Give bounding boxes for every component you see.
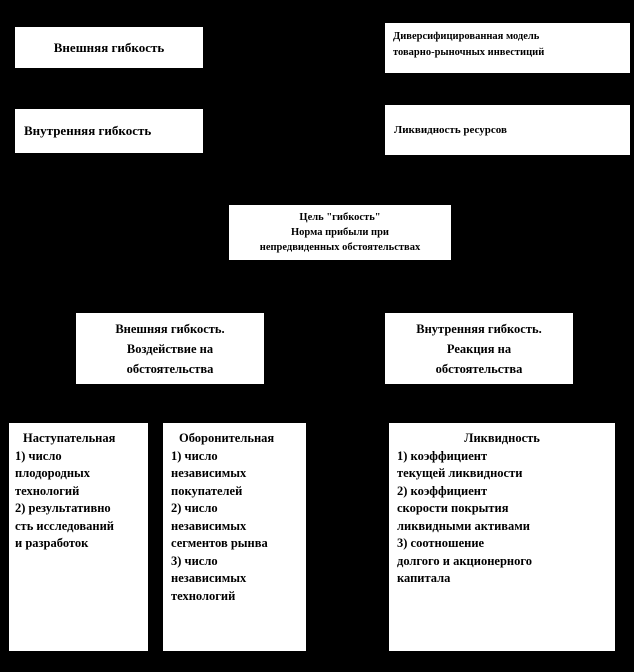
box-external-flexibility: Внешняя гибкость bbox=[14, 26, 204, 69]
box-internal-reaction: Внутренняя гибкость. Реакция на обстояте… bbox=[384, 312, 574, 385]
box-defensive: Оборонительная 1) число независимых поку… bbox=[162, 422, 307, 652]
box-liquidity: Ликвидность 1) коэффициент текущей ликви… bbox=[388, 422, 616, 652]
box-offensive-title: Наступательная bbox=[23, 431, 116, 445]
box-offensive: Наступательная 1) число плодородных техн… bbox=[8, 422, 149, 652]
box-offensive-body: 1) число плодородных технологий 2) резул… bbox=[15, 448, 114, 551]
box-liquidity-body: 1) коэффициент текущей ликвидности 2) ко… bbox=[397, 448, 532, 586]
box-defensive-body: 1) число независимых покупателей 2) числ… bbox=[171, 448, 268, 603]
box-external-impact: Внешняя гибкость. Воздействие на обстоят… bbox=[75, 312, 265, 385]
box-defensive-title: Оборонительная bbox=[179, 431, 275, 445]
box-internal-flexibility: Внутренняя гибкость bbox=[14, 108, 204, 154]
box-liquidity-title: Ликвидность bbox=[464, 431, 540, 445]
box-diversified-model: Диверсифицированная модель товарно-рыноч… bbox=[384, 22, 631, 74]
box-goal-flexibility: Цель "гибкость" Норма прибыли при непред… bbox=[228, 204, 452, 261]
box-resource-liquidity: Ликвидность ресурсов bbox=[384, 104, 631, 156]
